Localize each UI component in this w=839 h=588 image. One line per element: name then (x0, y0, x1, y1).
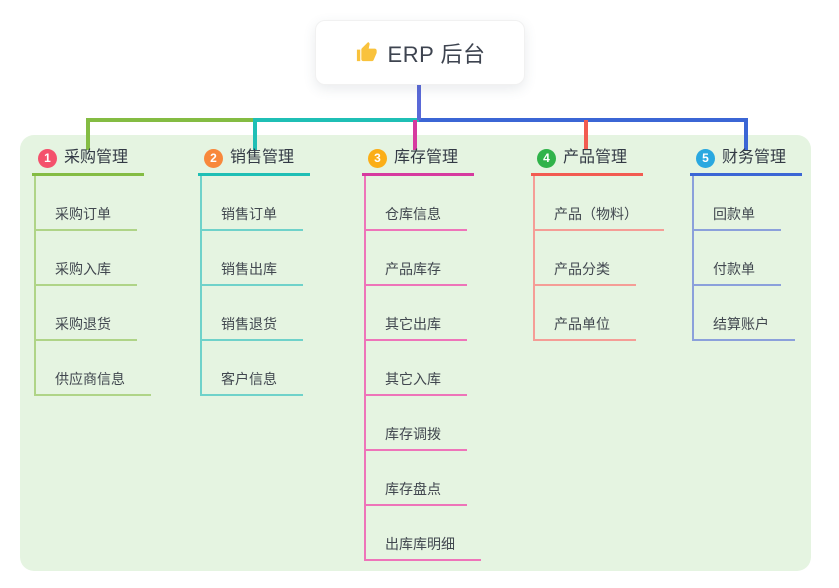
branch-label: 财务管理 (722, 149, 787, 166)
child-node[interactable]: 销售出库 (202, 260, 303, 286)
child-node-row: 产品分类 (535, 231, 664, 286)
child-node[interactable]: 产品（物料） (535, 205, 664, 231)
child-node[interactable]: 回款单 (694, 205, 781, 231)
branch-children: 产品（物料） 产品分类产品单位 (533, 176, 664, 341)
branch-node[interactable]: 1 采购管理 (32, 147, 145, 176)
branch-label: 销售管理 (230, 149, 295, 166)
child-node-row: 采购退货 (36, 286, 151, 341)
child-node[interactable]: 产品库存 (366, 260, 467, 286)
child-node[interactable]: 出库库明细 (366, 535, 481, 561)
child-node-row: 库存调拨 (366, 396, 481, 451)
mindmap-background-panel (20, 135, 811, 571)
child-node-row: 客户信息 (202, 341, 303, 396)
branch-number-badge: 3 (368, 148, 387, 168)
root-node-title: ERP 后台 (387, 41, 486, 67)
child-node[interactable]: 采购入库 (36, 260, 137, 286)
branch-number-badge: 1 (38, 148, 57, 168)
child-node-row: 库存盘点 (366, 451, 481, 506)
branch-children: 回款单付款单结算账户 (692, 176, 795, 341)
child-node-row: 出库库明细 (366, 506, 481, 561)
branch-number-badge: 2 (204, 148, 223, 168)
connector-line (744, 120, 748, 150)
branch: 2 销售管理 销售订单销售出库销售退货客户信息 (198, 147, 311, 396)
connector-line (417, 82, 421, 120)
child-node[interactable]: 其它出库 (366, 315, 467, 341)
child-node-row: 付款单 (694, 231, 795, 286)
connector-line (253, 118, 421, 122)
child-node-row: 其它出库 (366, 286, 481, 341)
thumbs-up-icon (355, 41, 378, 64)
child-node[interactable]: 销售退货 (202, 315, 303, 341)
child-node[interactable]: 销售订单 (202, 205, 303, 231)
child-node-row: 其它入库 (366, 341, 481, 396)
child-node-row: 结算账户 (694, 286, 795, 341)
child-node[interactable]: 供应商信息 (36, 370, 151, 396)
child-node-row: 采购订单 (36, 176, 151, 231)
branch: 1 采购管理 采购订单采购入库采购退货供应商信息 (32, 147, 151, 396)
branch-node[interactable]: 2 销售管理 (198, 147, 311, 176)
branch-label: 产品管理 (563, 149, 628, 166)
branch-node[interactable]: 3 库存管理 (362, 147, 475, 176)
child-node-row: 回款单 (694, 176, 795, 231)
child-node-row: 供应商信息 (36, 341, 151, 396)
branch-node[interactable]: 5 财务管理 (690, 147, 803, 176)
branch-children: 采购订单采购入库采购退货供应商信息 (34, 176, 151, 396)
root-node[interactable]: ERP 后台 (315, 20, 525, 85)
child-node[interactable]: 产品分类 (535, 260, 636, 286)
child-node-row: 产品（物料） (535, 176, 664, 231)
branch: 3 库存管理 仓库信息产品库存其它出库其它入库库存调拨库存盘点出库库明细 (362, 147, 481, 561)
branch: 5 财务管理 回款单付款单结算账户 (690, 147, 803, 341)
child-node[interactable]: 库存调拨 (366, 425, 467, 451)
child-node-row: 销售订单 (202, 176, 303, 231)
child-node[interactable]: 库存盘点 (366, 480, 467, 506)
child-node[interactable]: 付款单 (694, 260, 781, 286)
child-node-row: 销售退货 (202, 286, 303, 341)
branch-number-badge: 4 (537, 148, 556, 168)
connector-line (419, 118, 748, 122)
branch-children: 仓库信息产品库存其它出库其它入库库存调拨库存盘点出库库明细 (364, 176, 481, 561)
connector-line (413, 120, 417, 150)
branch-label: 采购管理 (64, 149, 129, 166)
branch-number-badge: 5 (696, 148, 715, 168)
connector-line (584, 120, 588, 150)
branch-node[interactable]: 4 产品管理 (531, 147, 644, 176)
connector-line (253, 120, 257, 150)
child-node-row: 销售出库 (202, 231, 303, 286)
child-node[interactable]: 客户信息 (202, 370, 303, 396)
branch: 4 产品管理 产品（物料） 产品分类产品单位 (531, 147, 664, 341)
child-node[interactable]: 仓库信息 (366, 205, 467, 231)
branch-children: 销售订单销售出库销售退货客户信息 (200, 176, 303, 396)
child-node-row: 仓库信息 (366, 176, 481, 231)
child-node-row: 产品库存 (366, 231, 481, 286)
child-node-row: 产品单位 (535, 286, 664, 341)
branch-label: 库存管理 (394, 149, 459, 166)
child-node[interactable]: 采购退货 (36, 315, 137, 341)
child-node-row: 采购入库 (36, 231, 151, 286)
child-node[interactable]: 采购订单 (36, 205, 137, 231)
child-node[interactable]: 产品单位 (535, 315, 636, 341)
connector-line (86, 120, 90, 150)
child-node[interactable]: 其它入库 (366, 370, 467, 396)
child-node[interactable]: 结算账户 (694, 315, 795, 341)
